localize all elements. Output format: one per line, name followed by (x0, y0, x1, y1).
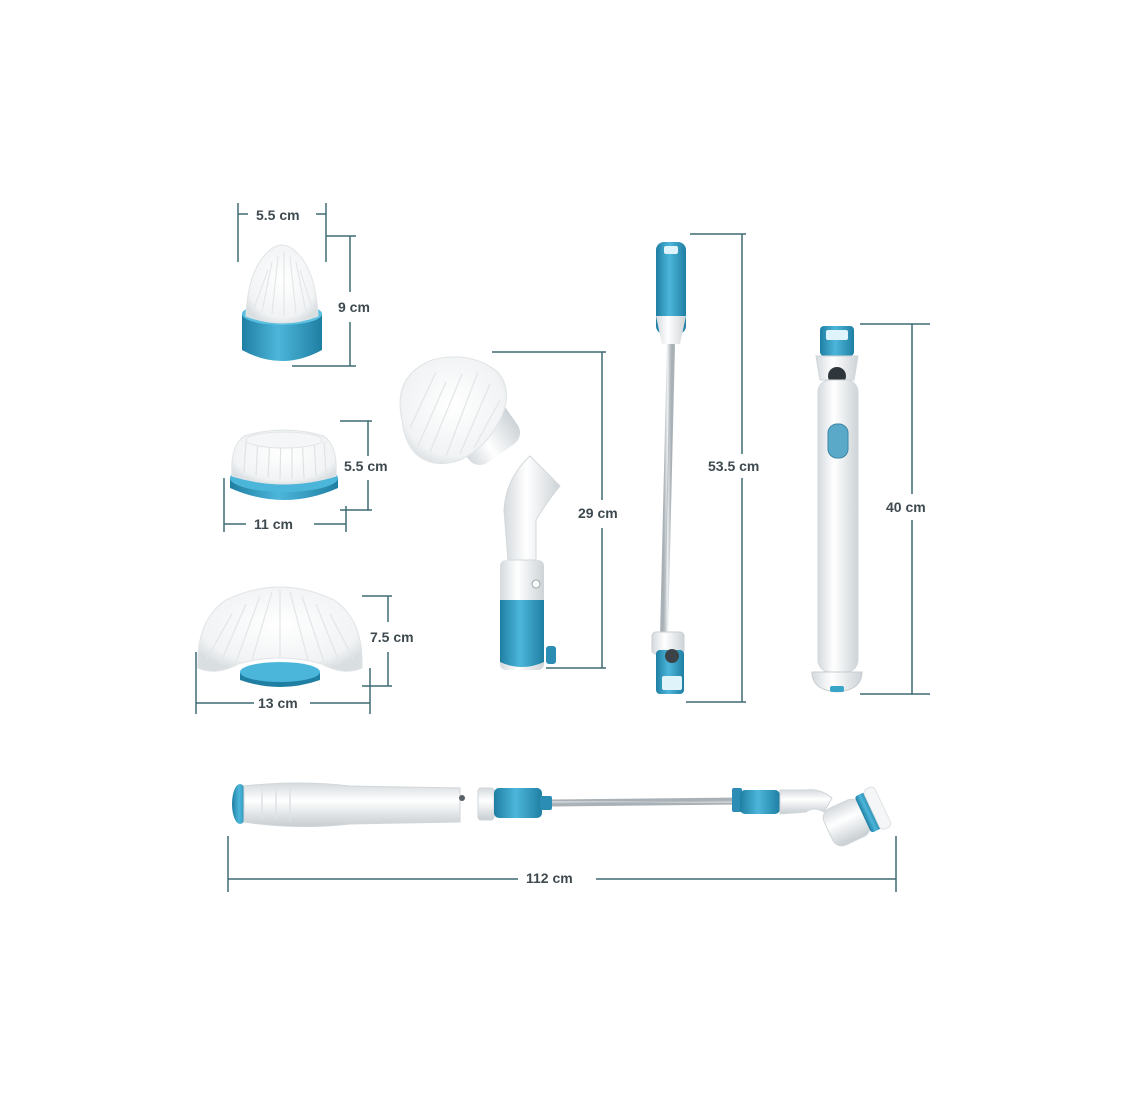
motor-handle (811, 326, 863, 693)
dome-brush-width-label: 13 cm (254, 695, 302, 711)
dome-brush-height-label: 7.5 cm (366, 629, 418, 645)
cone-brush-head (242, 244, 322, 361)
head-length-label: 29 cm (574, 505, 622, 521)
flat-brush-head (230, 429, 338, 500)
assembled-spin-scrubber (232, 782, 892, 847)
dimension-lines (195, 203, 930, 892)
extension-pole-length-label: 53.5 cm (704, 458, 764, 474)
handle-length-label: 40 cm (882, 499, 930, 515)
cone-brush-height-label: 9 cm (334, 299, 374, 315)
flat-brush-width-label: 11 cm (250, 516, 297, 532)
flat-brush-height-label: 5.5 cm (340, 458, 392, 474)
cone-brush-width-label: 5.5 cm (252, 207, 304, 223)
assembled-length-label: 112 cm (522, 870, 577, 886)
extension-pole (651, 242, 686, 694)
angled-brush-head-attachment (399, 356, 561, 670)
dome-brush-head (197, 586, 363, 687)
